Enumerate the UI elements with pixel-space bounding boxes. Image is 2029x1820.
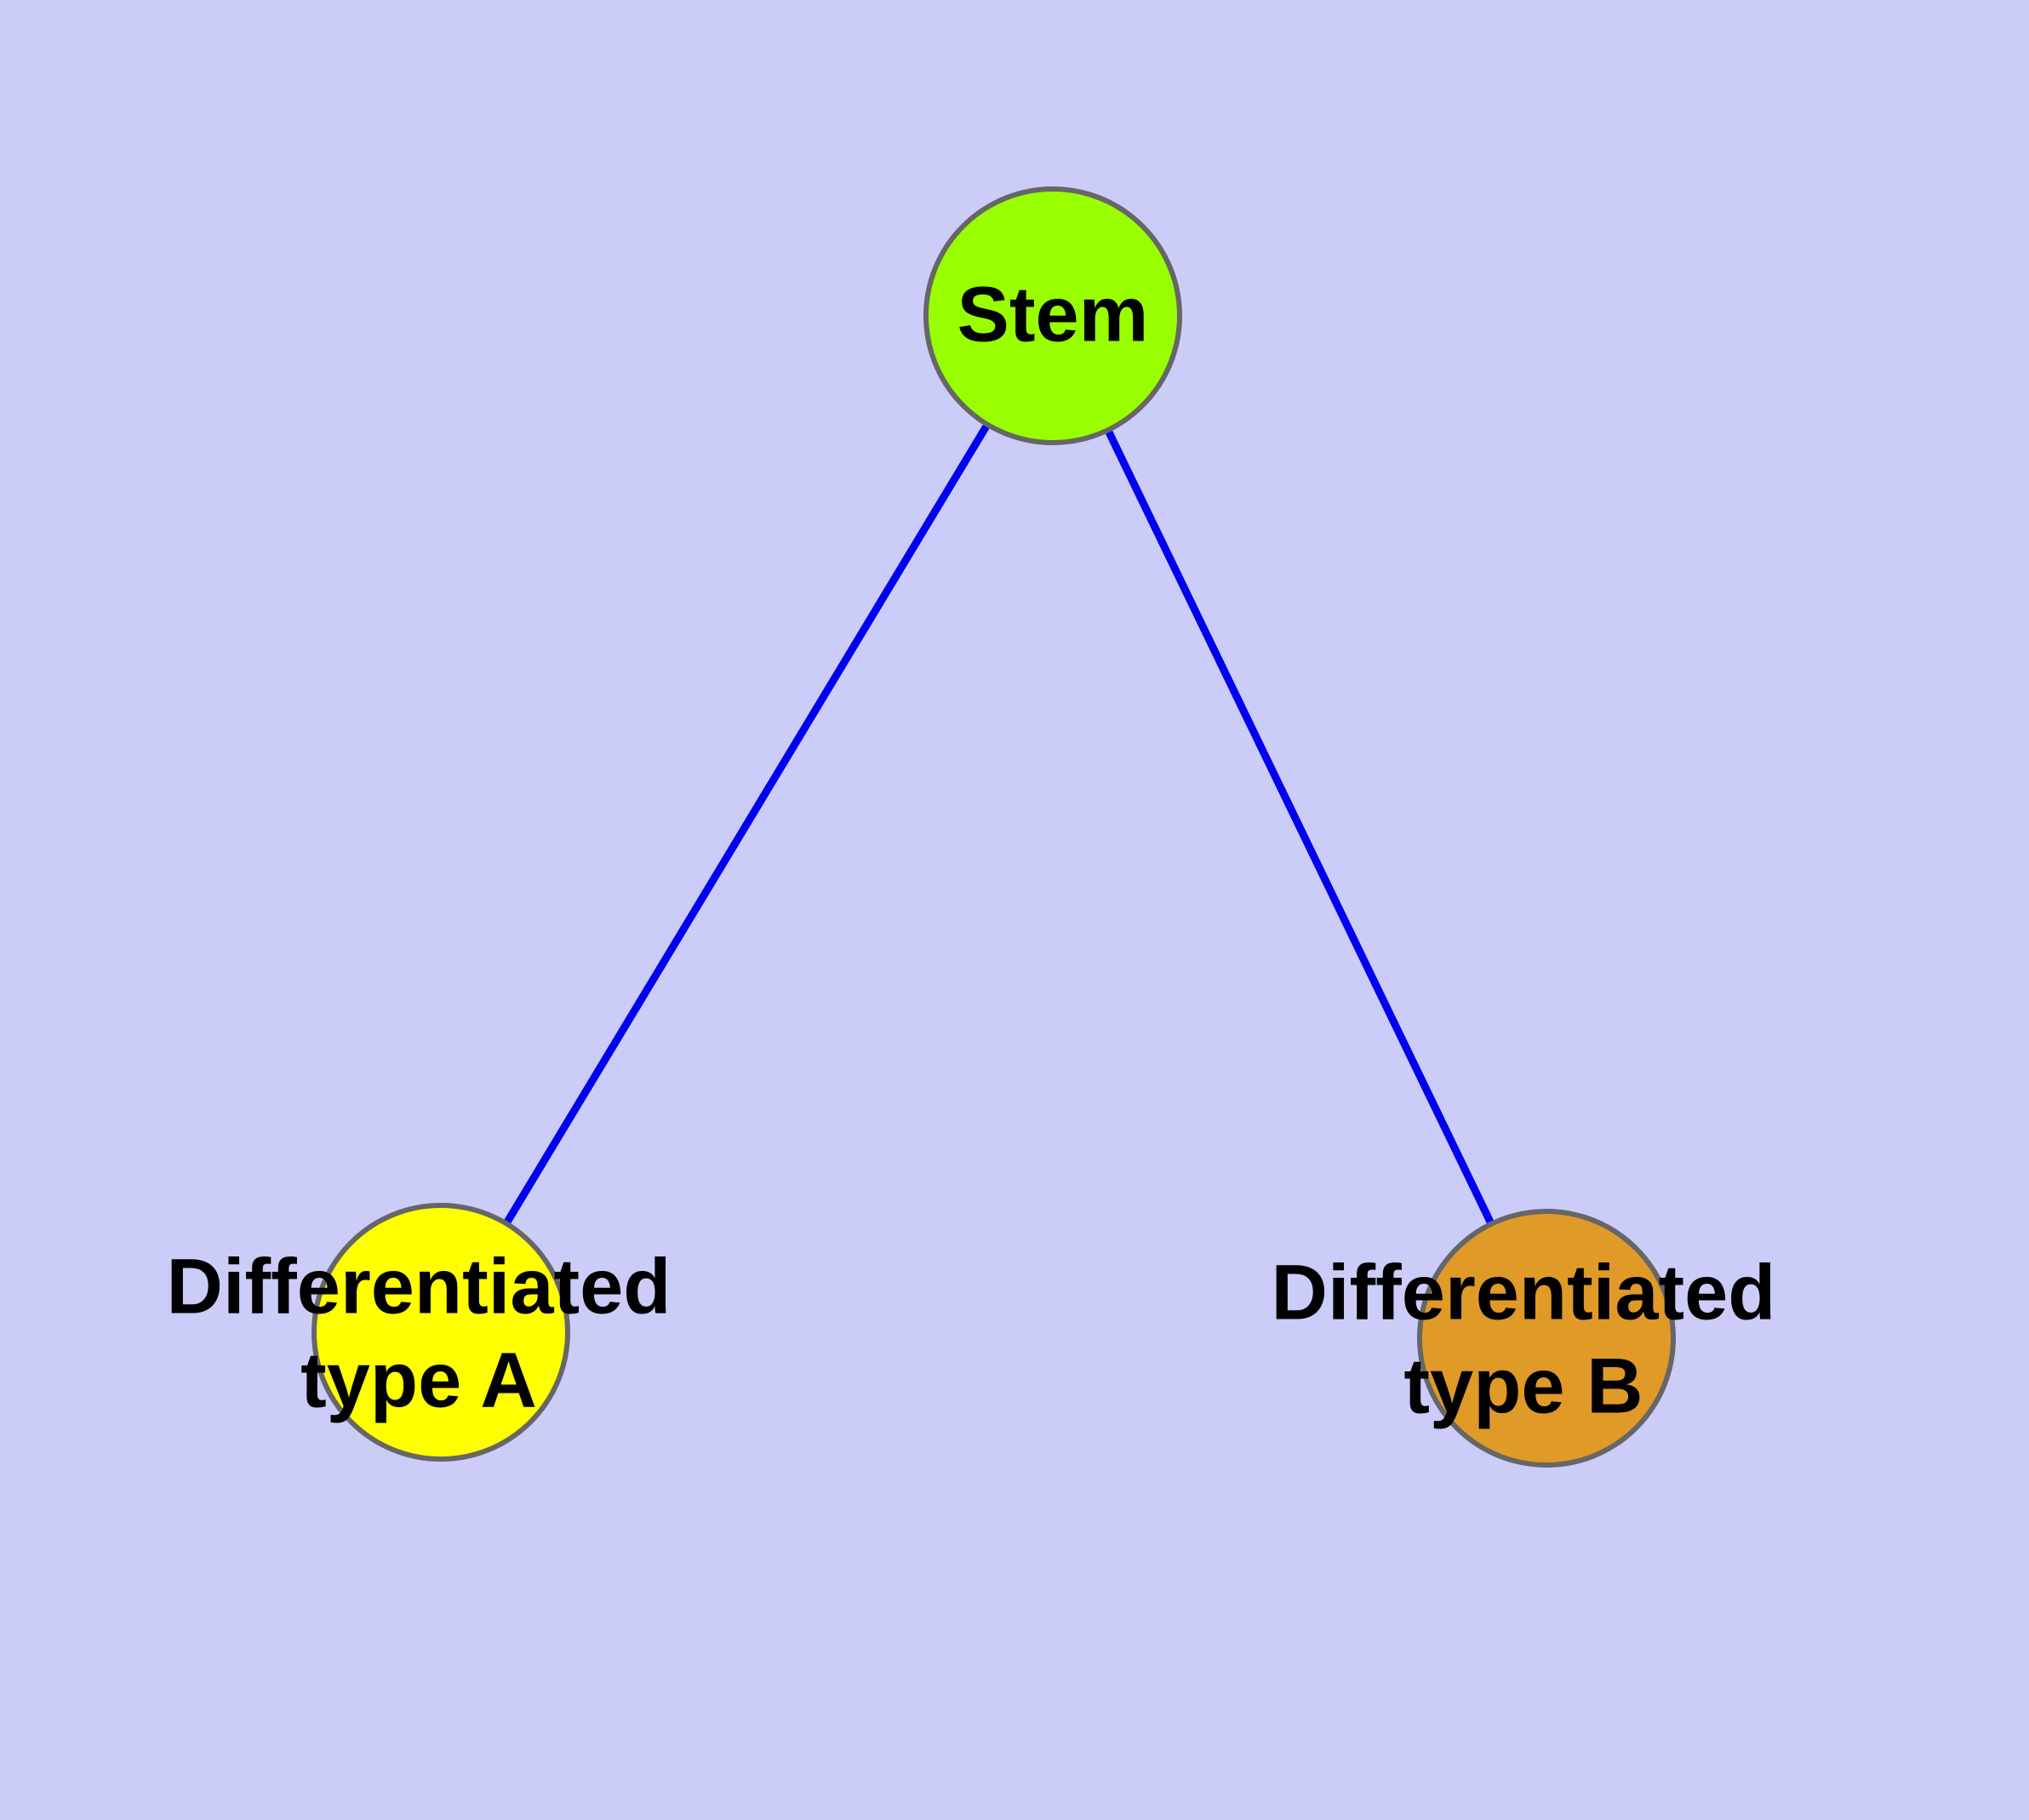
label-layer: Differentiated type A Differentiated typ… <box>167 1243 1776 1429</box>
node-type-a-label-line2: type A <box>300 1336 537 1423</box>
node-type-a-label-line1: Differentiated <box>167 1243 672 1330</box>
edge-stem-to-type-b[interactable] <box>1106 430 1494 1224</box>
node-type-b[interactable] <box>1417 1209 1676 1468</box>
node-type-b-label-line2: type B <box>1403 1342 1643 1429</box>
node-type-b-label-line1: Differentiated <box>1272 1249 1776 1336</box>
node-stem[interactable]: Stem <box>923 186 1182 445</box>
node-type-b-circle[interactable] <box>1417 1209 1676 1468</box>
node-type-a[interactable] <box>311 1203 570 1462</box>
node-stem-circle[interactable] <box>923 186 1182 445</box>
node-stem-label-line1: Stem <box>957 271 1149 358</box>
node-type-a-circle[interactable] <box>311 1203 570 1462</box>
edge-stem-to-type-a[interactable] <box>504 424 990 1224</box>
edge-layer <box>504 424 1494 1224</box>
